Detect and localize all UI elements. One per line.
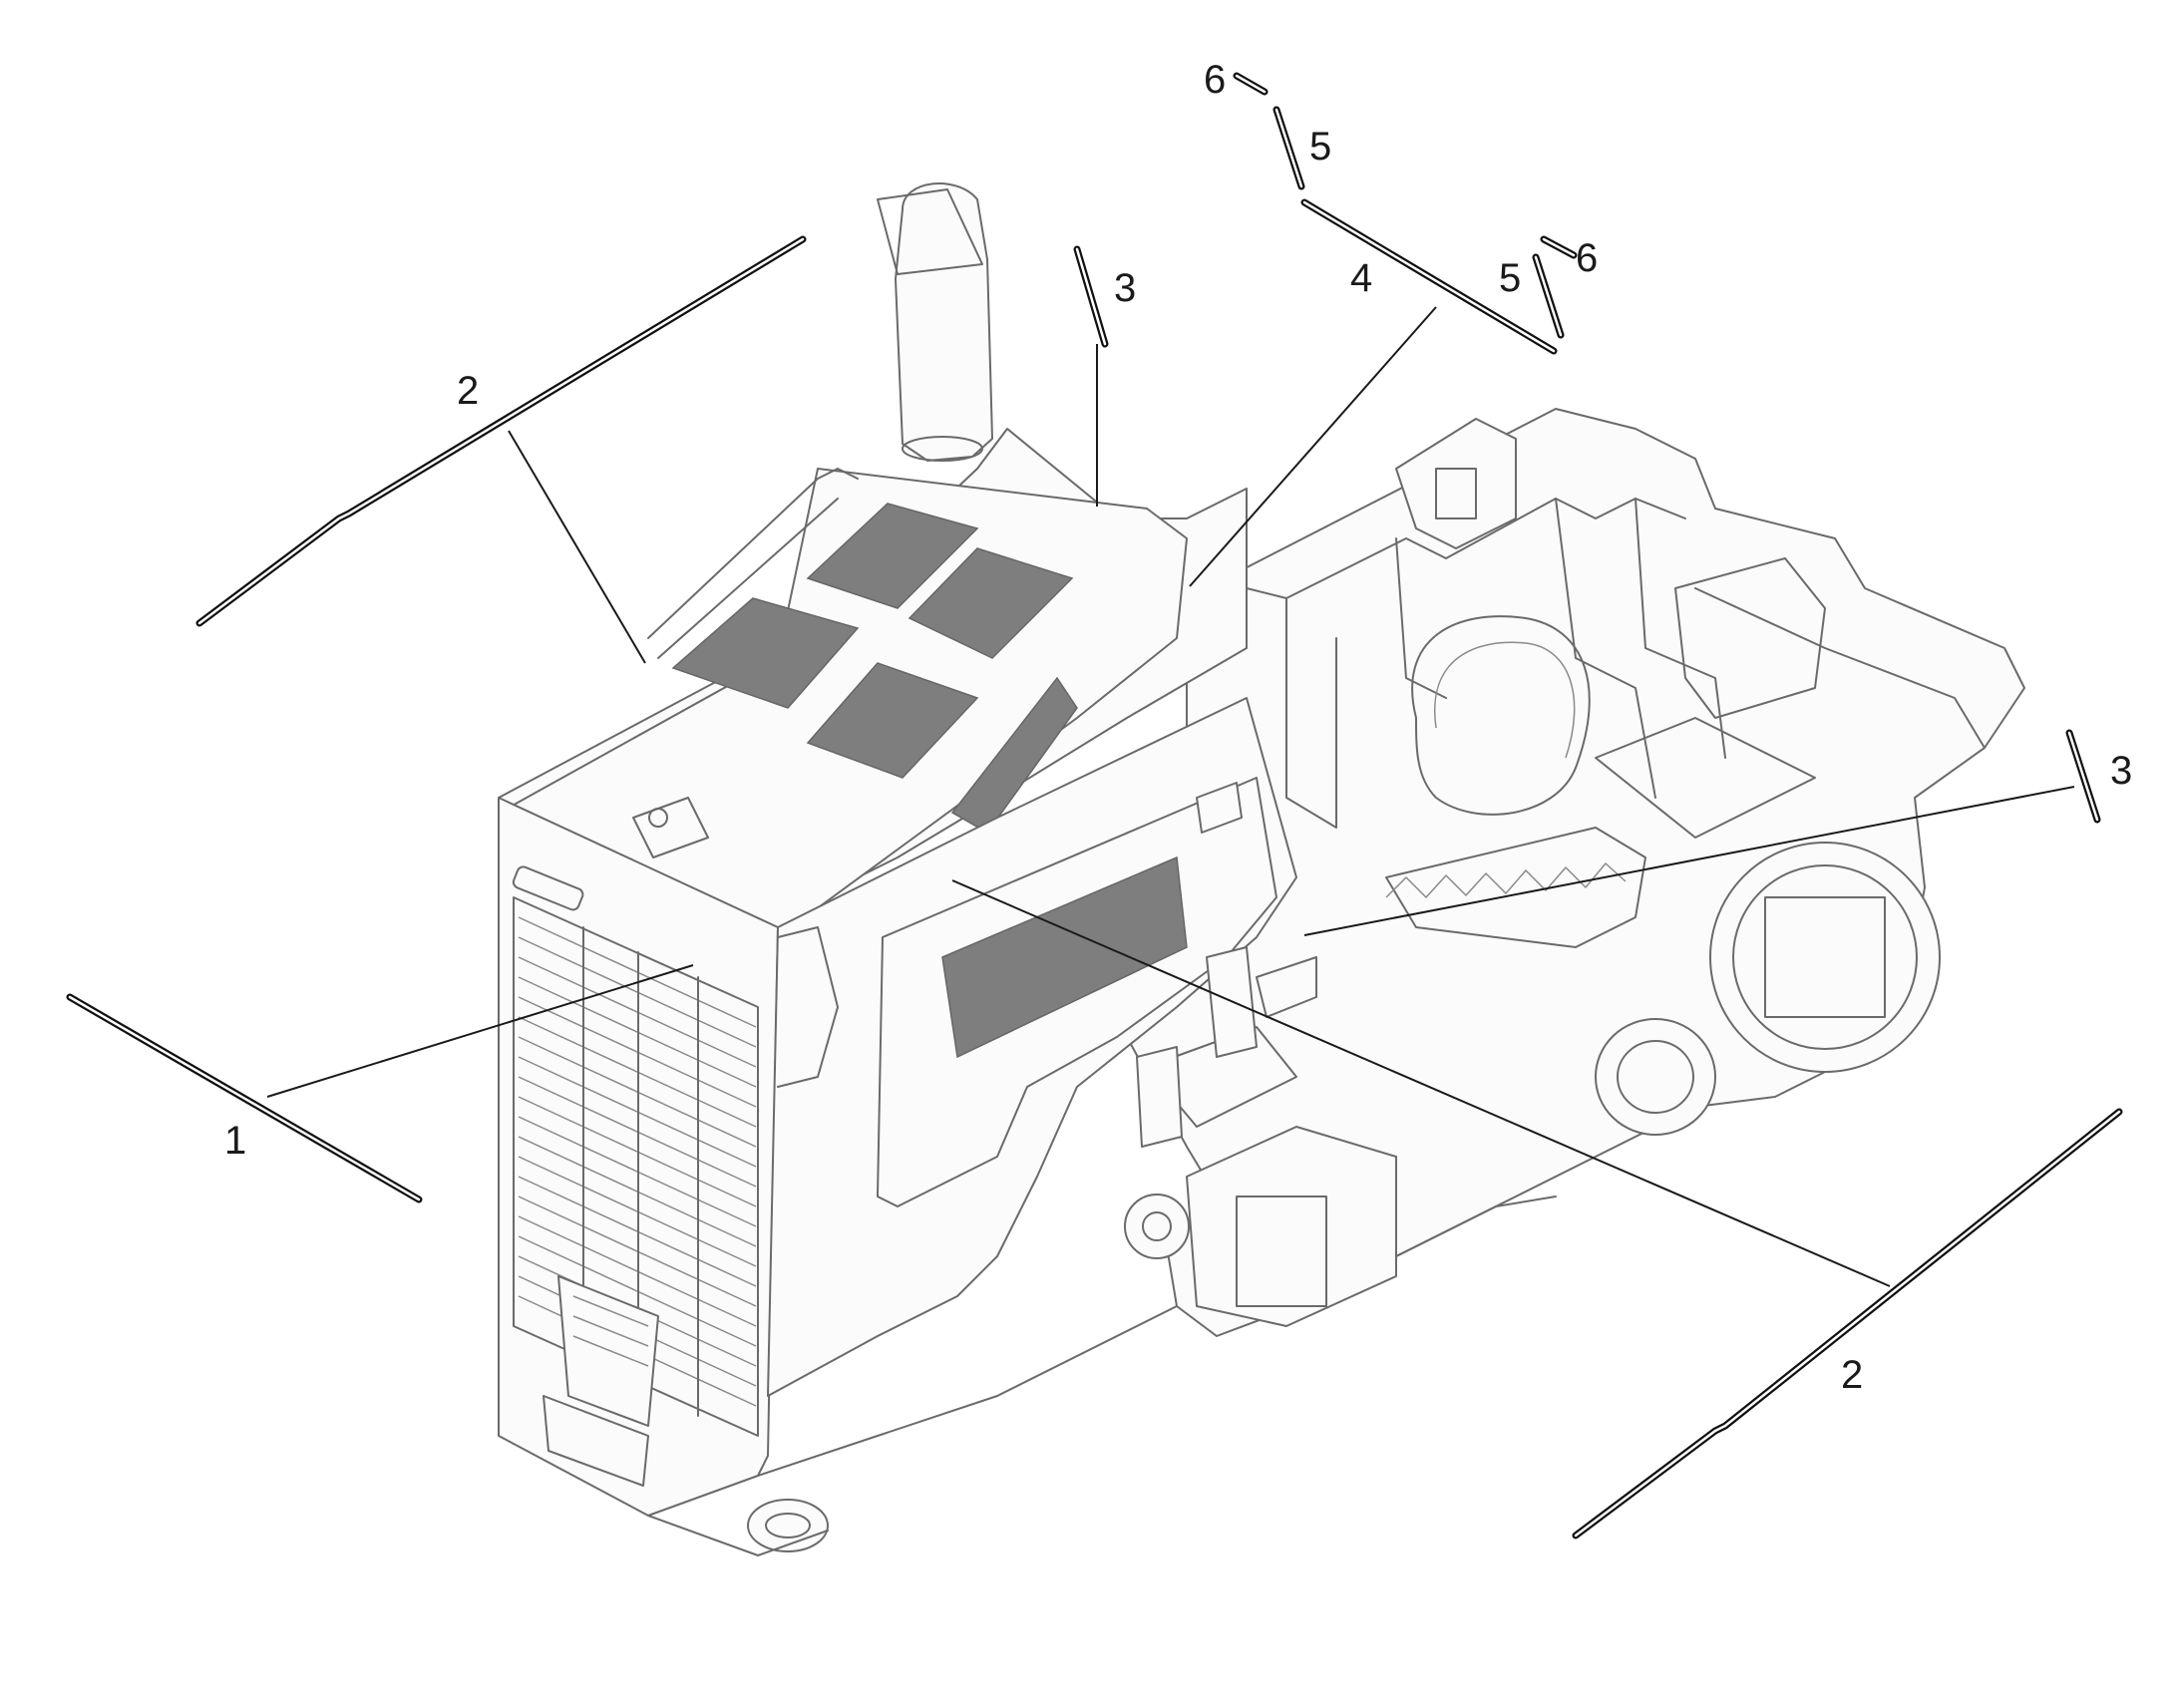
strip-part-4: [1300, 198, 1558, 355]
vent-slot: [950, 676, 1078, 834]
callout-3: 3: [1114, 266, 1136, 310]
intake-panel: [671, 597, 860, 709]
callout-3: 3: [2110, 749, 2132, 793]
strip-part-5-right: [1532, 253, 1565, 339]
intake-panel: [806, 503, 979, 609]
callout-6: 6: [1204, 58, 1226, 102]
strip-part-3-right: [2065, 729, 2101, 824]
strip-part-5-top: [1272, 106, 1305, 190]
leader-lines: [266, 306, 2075, 1287]
callout-2: 2: [1841, 1353, 1863, 1397]
callout-6: 6: [1576, 236, 1598, 280]
intake-panel: [806, 662, 979, 779]
callout-4: 4: [1350, 256, 1372, 300]
strip-part-2-right: [1572, 1108, 2123, 1539]
strip-part-2-left: [195, 235, 807, 627]
strip-part-6-right: [1540, 235, 1578, 259]
strip-part-6-top: [1233, 72, 1269, 96]
callout-5: 5: [1309, 125, 1331, 169]
front-engine-hood: [498, 182, 1297, 1556]
strip-part-3-top: [1073, 245, 1109, 348]
rear-frame: [1124, 408, 2025, 1337]
callout-2: 2: [457, 369, 479, 413]
callout-1: 1: [224, 1119, 246, 1163]
intake-panel: [908, 547, 1074, 659]
callout-5: 5: [1499, 256, 1521, 300]
callouts: 1 2 2 3 3 4 5 5 6 6: [224, 58, 2132, 1397]
strip-part-1: [66, 993, 423, 1203]
side-window-panel: [941, 855, 1188, 1059]
